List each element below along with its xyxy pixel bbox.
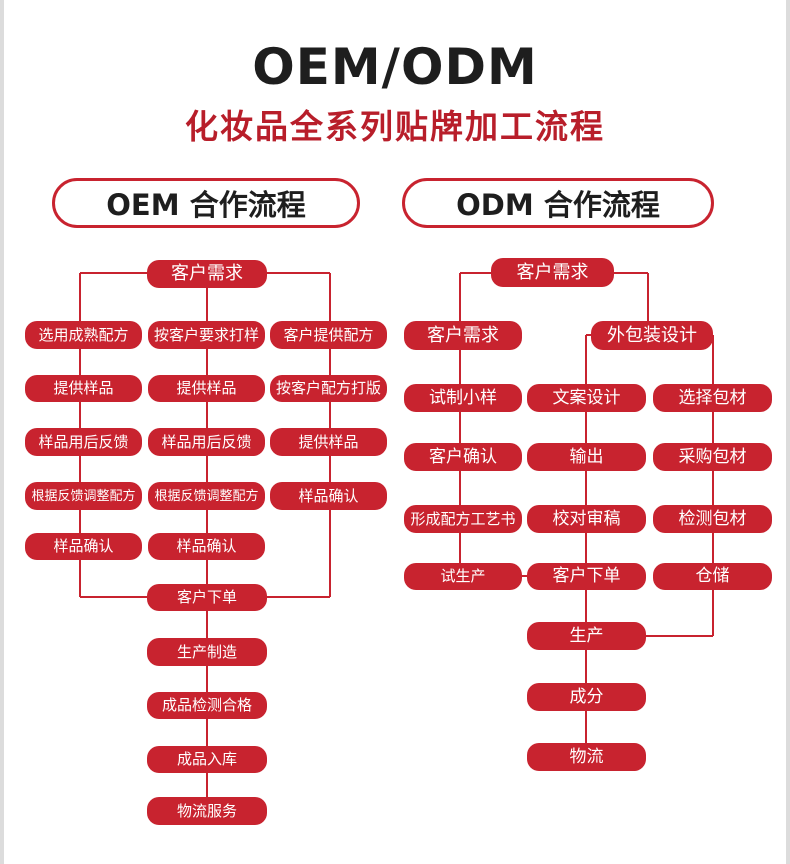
oem-col1-step-4: 根据反馈调整配方 — [25, 482, 142, 510]
oem-box-quality-check: 成品检测合格 — [147, 692, 267, 719]
odm-left-step-1: 客户需求 — [404, 321, 522, 350]
odm-right-step-2: 采购包材 — [653, 443, 772, 471]
oem-box-warehousing: 成品入库 — [147, 746, 267, 773]
frame-right-border — [786, 0, 790, 864]
frame-left-border — [0, 0, 4, 864]
odm-mid-step-3: 校对审稿 — [527, 505, 646, 533]
odm-box-production: 生产 — [527, 622, 646, 650]
oem-box-client-order: 客户下单 — [147, 584, 267, 611]
page-title: OEM/ODM — [252, 38, 538, 96]
odm-right-step-1: 选择包材 — [653, 384, 772, 412]
oem-col2-step-5: 样品确认 — [148, 533, 265, 560]
oem-header: OEM 合作流程 — [52, 178, 360, 228]
odm-right-step-4: 仓储 — [653, 563, 772, 590]
odm-mid-step-1: 文案设计 — [527, 384, 646, 412]
odm-box-packaging-design: 外包装设计 — [591, 321, 713, 350]
odm-left-step-4: 形成配方工艺书 — [404, 505, 522, 533]
odm-header: ODM 合作流程 — [402, 178, 714, 228]
oem-box-client-demand: 客户需求 — [147, 260, 267, 288]
odm-box-logistics: 物流 — [527, 743, 646, 771]
oem-col1-step-1: 选用成熟配方 — [25, 321, 142, 349]
odm-left-step-2: 试制小样 — [404, 384, 522, 412]
page-subtitle: 化妆品全系列贴牌加工流程 — [185, 107, 605, 146]
odm-right-step-3: 检测包材 — [653, 505, 772, 533]
odm-mid-step-2: 输出 — [527, 443, 646, 471]
oem-col3-step-2: 按客户配方打版 — [270, 375, 387, 402]
oem-col1-step-2: 提供样品 — [25, 375, 142, 402]
oem-col2-step-1: 按客户要求打样 — [148, 321, 265, 349]
oem-col1-step-3: 样品用后反馈 — [25, 428, 142, 456]
oem-col3-step-1: 客户提供配方 — [270, 321, 387, 349]
oem-col2-step-4: 根据反馈调整配方 — [148, 482, 265, 510]
odm-mid-step-4: 客户下单 — [527, 563, 646, 590]
odm-box-ingredients: 成分 — [527, 683, 646, 711]
oem-col3-step-4: 样品确认 — [270, 482, 387, 510]
oem-col2-step-3: 样品用后反馈 — [148, 428, 265, 456]
odm-box-client-demand: 客户需求 — [491, 258, 614, 287]
oem-box-production: 生产制造 — [147, 638, 267, 666]
oem-col1-step-5: 样品确认 — [25, 533, 142, 560]
oem-box-logistics: 物流服务 — [147, 797, 267, 825]
odm-left-step-5: 试生产 — [404, 563, 522, 590]
odm-left-step-3: 客户确认 — [404, 443, 522, 471]
oem-col3-step-3: 提供样品 — [270, 428, 387, 456]
oem-col2-step-2: 提供样品 — [148, 375, 265, 402]
